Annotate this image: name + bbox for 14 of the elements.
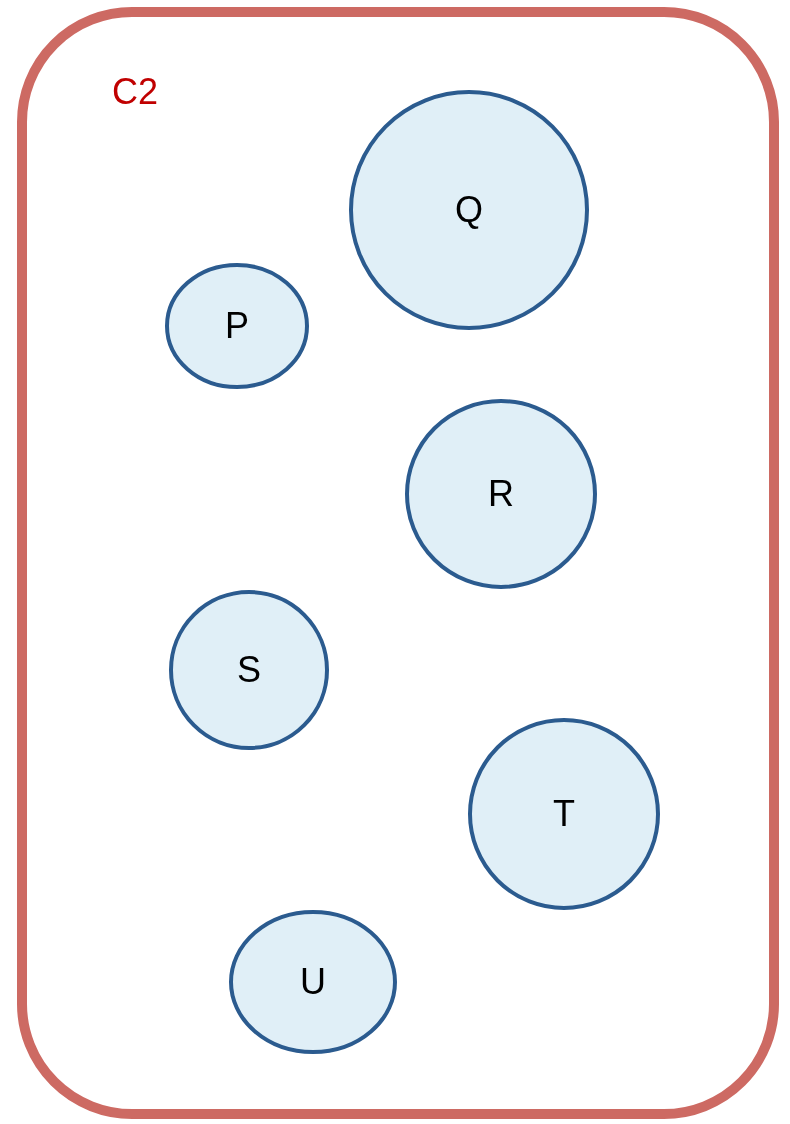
node-label: U xyxy=(299,964,327,1000)
node-label: R xyxy=(487,476,515,512)
node-label: P xyxy=(224,308,250,344)
node-label: T xyxy=(552,796,576,832)
circle-node xyxy=(229,910,397,1054)
circle-node xyxy=(405,399,597,589)
node-label: S xyxy=(236,652,262,688)
group-label: C2 xyxy=(112,74,159,110)
circle-node xyxy=(349,90,589,330)
circle-node xyxy=(165,263,309,389)
group-container xyxy=(17,7,779,1119)
circle-node xyxy=(169,590,329,750)
node-label: Q xyxy=(454,192,484,228)
circle-node xyxy=(468,718,660,910)
